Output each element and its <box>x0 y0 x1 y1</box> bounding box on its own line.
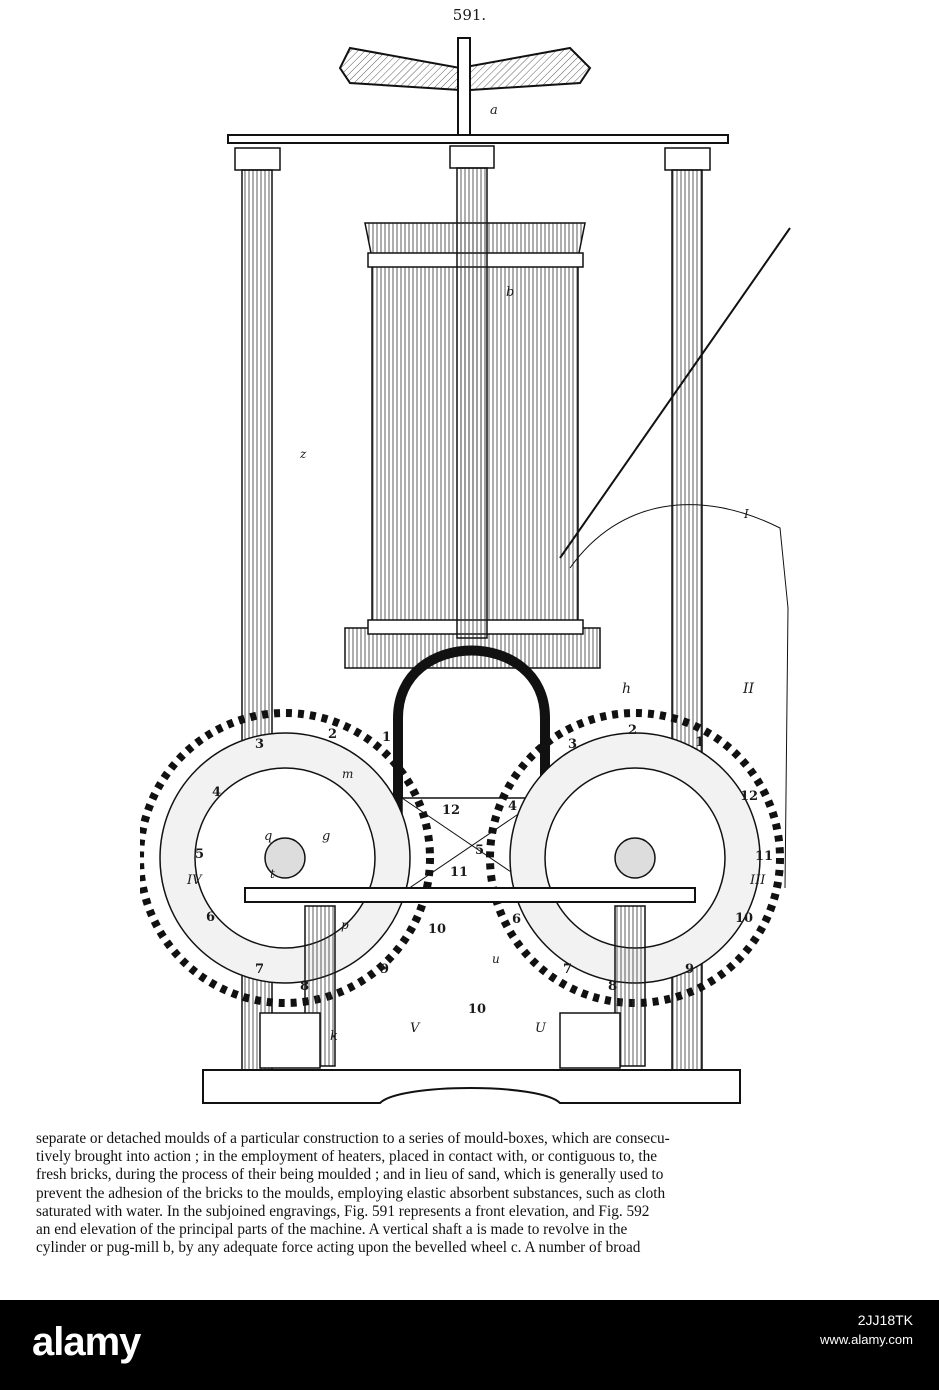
svg-text:2: 2 <box>628 723 637 738</box>
svg-text:5: 5 <box>195 847 204 862</box>
engraving-illustration: 1 2 3 4 5 6 7 8 9 10 1 2 3 12 11 10 9 8 … <box>140 37 791 1104</box>
stock-footer-bar: alamy 2JJ18TK www.alamy.com <box>0 1300 939 1390</box>
svg-text:3: 3 <box>568 737 577 752</box>
svg-text:z: z <box>299 447 307 461</box>
svg-text:u: u <box>492 952 500 966</box>
svg-text:12: 12 <box>740 789 758 804</box>
centre-shaft <box>449 145 495 639</box>
machine-base <box>202 1069 741 1104</box>
svg-text:III: III <box>749 873 766 888</box>
svg-text:4: 4 <box>508 799 517 814</box>
svg-text:1: 1 <box>695 735 704 750</box>
svg-text:m: m <box>342 767 353 781</box>
top-platform <box>227 134 729 144</box>
svg-text:11: 11 <box>755 849 773 864</box>
svg-text:I: I <box>743 507 749 521</box>
image-id-text: 2JJ18TK <box>857 1312 913 1328</box>
svg-text:g: g <box>322 829 330 844</box>
text-line: separate or detached moulds of a particu… <box>36 1130 670 1147</box>
svg-text:U: U <box>535 1021 547 1036</box>
svg-text:6: 6 <box>206 910 215 925</box>
page-number: 591. <box>452 6 487 24</box>
svg-text:2: 2 <box>328 727 337 742</box>
svg-text:7: 7 <box>255 962 264 977</box>
body-text: separate or detached moulds of a particu… <box>36 1130 904 1257</box>
svg-text:7: 7 <box>563 962 572 977</box>
support-columns <box>259 905 646 1069</box>
svg-text:11: 11 <box>450 865 468 880</box>
svg-text:12: 12 <box>442 803 460 818</box>
figure-letter-labels: a b h g q m t p k u V U II III IV z I <box>186 103 766 1044</box>
stock-image-id: 2JJ18TK www.alamy.com <box>820 1310 913 1350</box>
left-box-numbers: 1 2 3 4 5 6 7 8 9 10 <box>195 727 446 994</box>
centre-numbers: 12 4 5 11 10 <box>442 799 517 1017</box>
svg-text:8: 8 <box>608 979 617 994</box>
top-handle <box>338 37 592 139</box>
svg-text:IV: IV <box>186 873 203 888</box>
svg-text:4: 4 <box>212 785 221 800</box>
svg-text:5: 5 <box>475 843 484 858</box>
svg-text:k: k <box>330 1029 338 1044</box>
svg-text:9: 9 <box>685 962 694 977</box>
stock-url: www.alamy.com <box>820 1332 913 1347</box>
svg-text:q: q <box>264 829 272 844</box>
svg-text:II: II <box>742 681 755 697</box>
text-line: tively brought into action ; in the empl… <box>36 1148 658 1166</box>
text-line: saturated with water. In the subjoined e… <box>36 1202 650 1220</box>
svg-text:V: V <box>410 1021 421 1036</box>
alamy-logo: alamy <box>32 1320 141 1364</box>
svg-text:3: 3 <box>255 737 264 752</box>
central-arch-frame <box>393 645 550 888</box>
figure-591-brick-machine: 1 2 3 4 5 6 7 8 9 10 1 2 3 12 11 10 9 8 … <box>140 28 800 1120</box>
text-line: fresh bricks, during the process of thei… <box>36 1166 664 1184</box>
svg-text:1: 1 <box>382 730 391 745</box>
svg-text:b: b <box>506 285 514 300</box>
svg-text:t: t <box>270 867 275 881</box>
svg-text:h: h <box>622 681 631 697</box>
right-box-numbers: 1 2 3 12 11 10 9 8 7 6 <box>512 723 773 994</box>
text-line: an end elevation of the principal parts … <box>36 1221 628 1239</box>
svg-text:10: 10 <box>735 911 753 926</box>
svg-text:8: 8 <box>300 979 309 994</box>
left-mould-wheel <box>140 709 434 1007</box>
svg-text:p: p <box>341 918 349 932</box>
svg-text:10: 10 <box>428 922 446 937</box>
svg-text:10: 10 <box>468 1002 486 1017</box>
text-line: cylinder or pug-mill b, by any adequate … <box>36 1239 641 1257</box>
frame-beam <box>244 887 696 903</box>
svg-text:a: a <box>490 103 498 118</box>
text-line: prevent the adhesion of the bricks to th… <box>36 1184 666 1202</box>
svg-text:9: 9 <box>380 962 389 977</box>
svg-text:6: 6 <box>512 912 521 927</box>
